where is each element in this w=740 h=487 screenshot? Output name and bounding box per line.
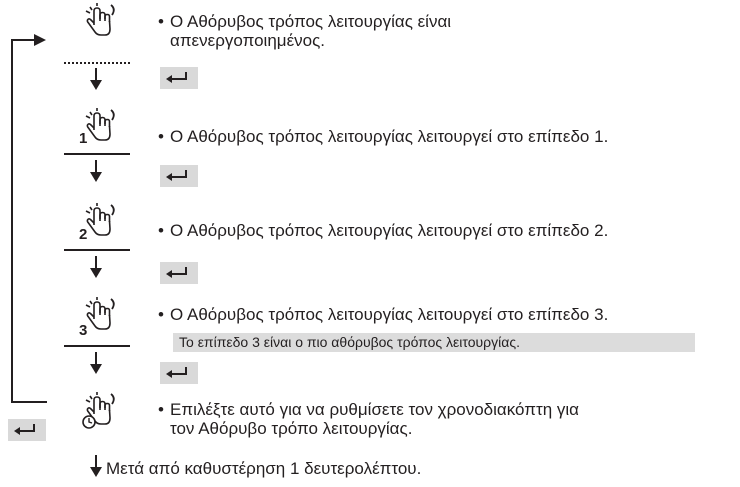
bullet: • xyxy=(158,221,164,240)
enter-key-icon xyxy=(160,362,198,384)
step-text-line: τον Αθόρυβο τρόπο λειτουργίας. xyxy=(170,419,413,438)
bullet: • xyxy=(158,12,164,31)
step-divider xyxy=(64,249,130,251)
step-text-line: Επιλέξτε αυτό για να ρυθμίσετε τον χρονο… xyxy=(170,400,579,419)
down-arrow xyxy=(89,160,103,184)
step-text-timer: Επιλέξτε αυτό για να ρυθμίσετε τον χρονο… xyxy=(170,400,730,438)
down-arrow xyxy=(89,68,103,92)
bullet: • xyxy=(158,127,164,146)
step-text-level1: Ο Αθόρυβος τρόπος λειτουργίας λειτουργεί… xyxy=(170,127,609,146)
level-number: 1 xyxy=(79,130,88,147)
enter-key-icon xyxy=(160,262,198,284)
level-number: 3 xyxy=(79,322,88,339)
step-text-level2: Ο Αθόρυβος τρόπος λειτουργίας λειτουργεί… xyxy=(170,221,609,240)
footer-note: Μετά από καθυστέρηση 1 δευτερολέπτου. xyxy=(106,459,422,478)
step-note: Το επίπεδο 3 είναι ο πιο αθόρυβος τρόπος… xyxy=(173,333,695,352)
down-arrow xyxy=(89,352,103,376)
step-divider xyxy=(64,62,130,64)
level-number: 2 xyxy=(79,226,88,243)
step-divider xyxy=(64,153,130,155)
down-arrow xyxy=(89,256,103,280)
step-divider xyxy=(64,345,130,347)
enter-key-icon xyxy=(160,165,198,187)
enter-key-icon xyxy=(8,419,46,441)
enter-key-icon xyxy=(160,67,198,89)
bullet: • xyxy=(158,305,164,324)
step-text-line: Ο Αθόρυβος τρόπος λειτουργίας είναι xyxy=(170,12,452,31)
step-text-level3: Ο Αθόρυβος τρόπος λειτουργίας λειτουργεί… xyxy=(170,305,609,324)
loop-back-line xyxy=(0,0,80,420)
step-text-off: Ο Αθόρυβος τρόπος λειτουργίας είναι απεν… xyxy=(170,12,730,50)
bullet: • xyxy=(158,400,164,419)
silent-hand-off-icon xyxy=(80,3,120,39)
down-arrow xyxy=(89,455,103,479)
silent-hand-timer-icon xyxy=(80,392,124,432)
step-text-line: απενεργοποιημένος. xyxy=(170,31,326,50)
